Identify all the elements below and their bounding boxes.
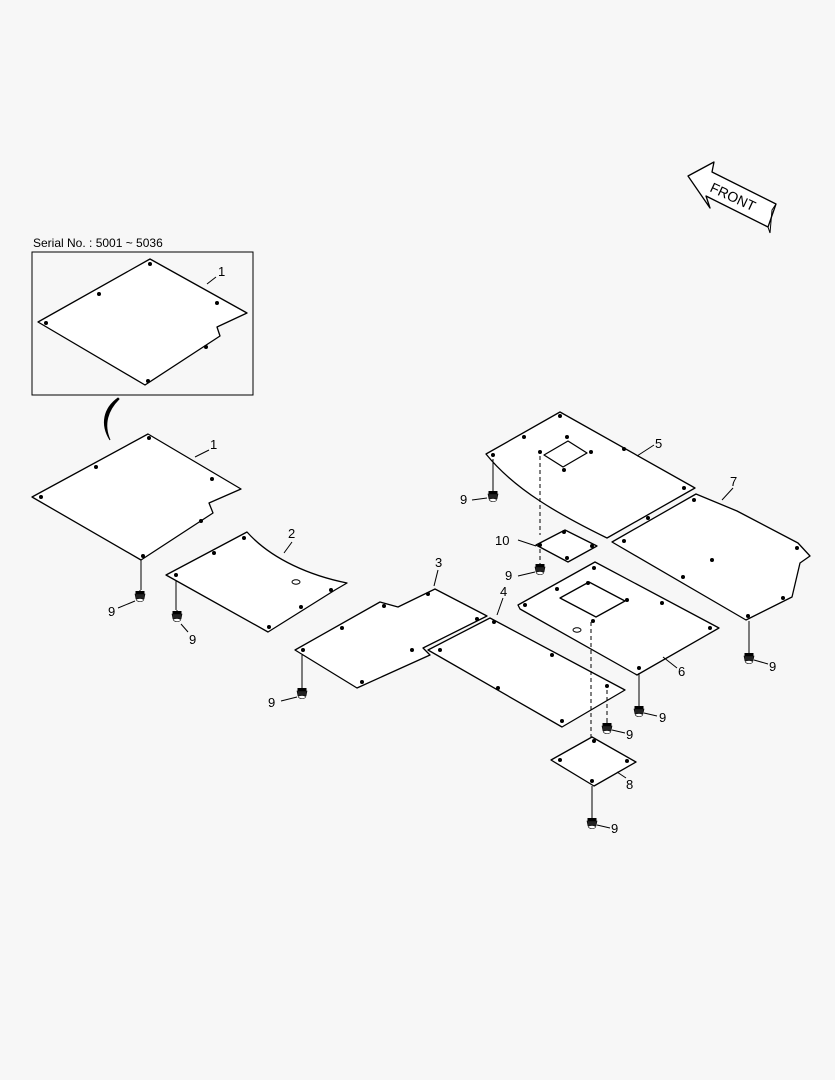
callout-9-d: 9 <box>460 492 467 507</box>
callout-9-c: 9 <box>268 695 275 710</box>
serial-inset: Serial No. : 5001 ~ 5036 1 <box>31 236 254 396</box>
bolt-1: 9 <box>108 589 146 619</box>
part-1-inset-panel <box>37 258 248 386</box>
callout-9-a: 9 <box>108 604 115 619</box>
callout-3: 3 <box>435 555 442 570</box>
part-2-panel: 2 <box>165 526 348 633</box>
callout-5: 5 <box>655 436 662 451</box>
part-10-cover: 10 <box>495 529 598 566</box>
part-6-panel: 6 <box>517 561 720 738</box>
part-4-panel: 4 <box>427 584 626 728</box>
serial-number-label: Serial No. : 5001 ~ 5036 <box>33 236 163 250</box>
callout-9-i: 9 <box>611 821 618 836</box>
callout-9-h: 9 <box>769 659 776 674</box>
part-3-panel: 3 <box>294 555 488 689</box>
bolt-3: 9 <box>268 686 308 710</box>
part-8-cover: 8 <box>550 736 637 817</box>
bolt-7: 9 <box>633 704 666 725</box>
front-arrow: FRONT <box>687 161 777 234</box>
bolt-6: 9 <box>601 721 633 742</box>
part-1-panel: 1 <box>31 433 242 590</box>
callout-9-e: 9 <box>505 568 512 583</box>
callout-9-f: 9 <box>626 727 633 742</box>
bolt-4: 9 <box>460 489 499 507</box>
bolt-8: 9 <box>743 651 776 674</box>
callout-2: 2 <box>288 526 295 541</box>
callout-1: 1 <box>210 437 217 452</box>
bolt-9: 9 <box>586 816 618 836</box>
bolt-5: 9 <box>505 562 546 583</box>
callout-4: 4 <box>500 584 507 599</box>
part-7-panel: 7 <box>611 474 811 652</box>
bolt-2: 9 <box>171 609 196 647</box>
inset-pointer-arrow <box>103 397 120 441</box>
callout-7: 7 <box>730 474 737 489</box>
callout-9-g: 9 <box>659 710 666 725</box>
part-5-panel: 5 <box>485 411 696 539</box>
callout-10: 10 <box>495 533 509 548</box>
callout-8: 8 <box>626 777 633 792</box>
callout-9-b: 9 <box>189 632 196 647</box>
callout-6: 6 <box>678 664 685 679</box>
callout-1-inset: 1 <box>218 264 225 279</box>
